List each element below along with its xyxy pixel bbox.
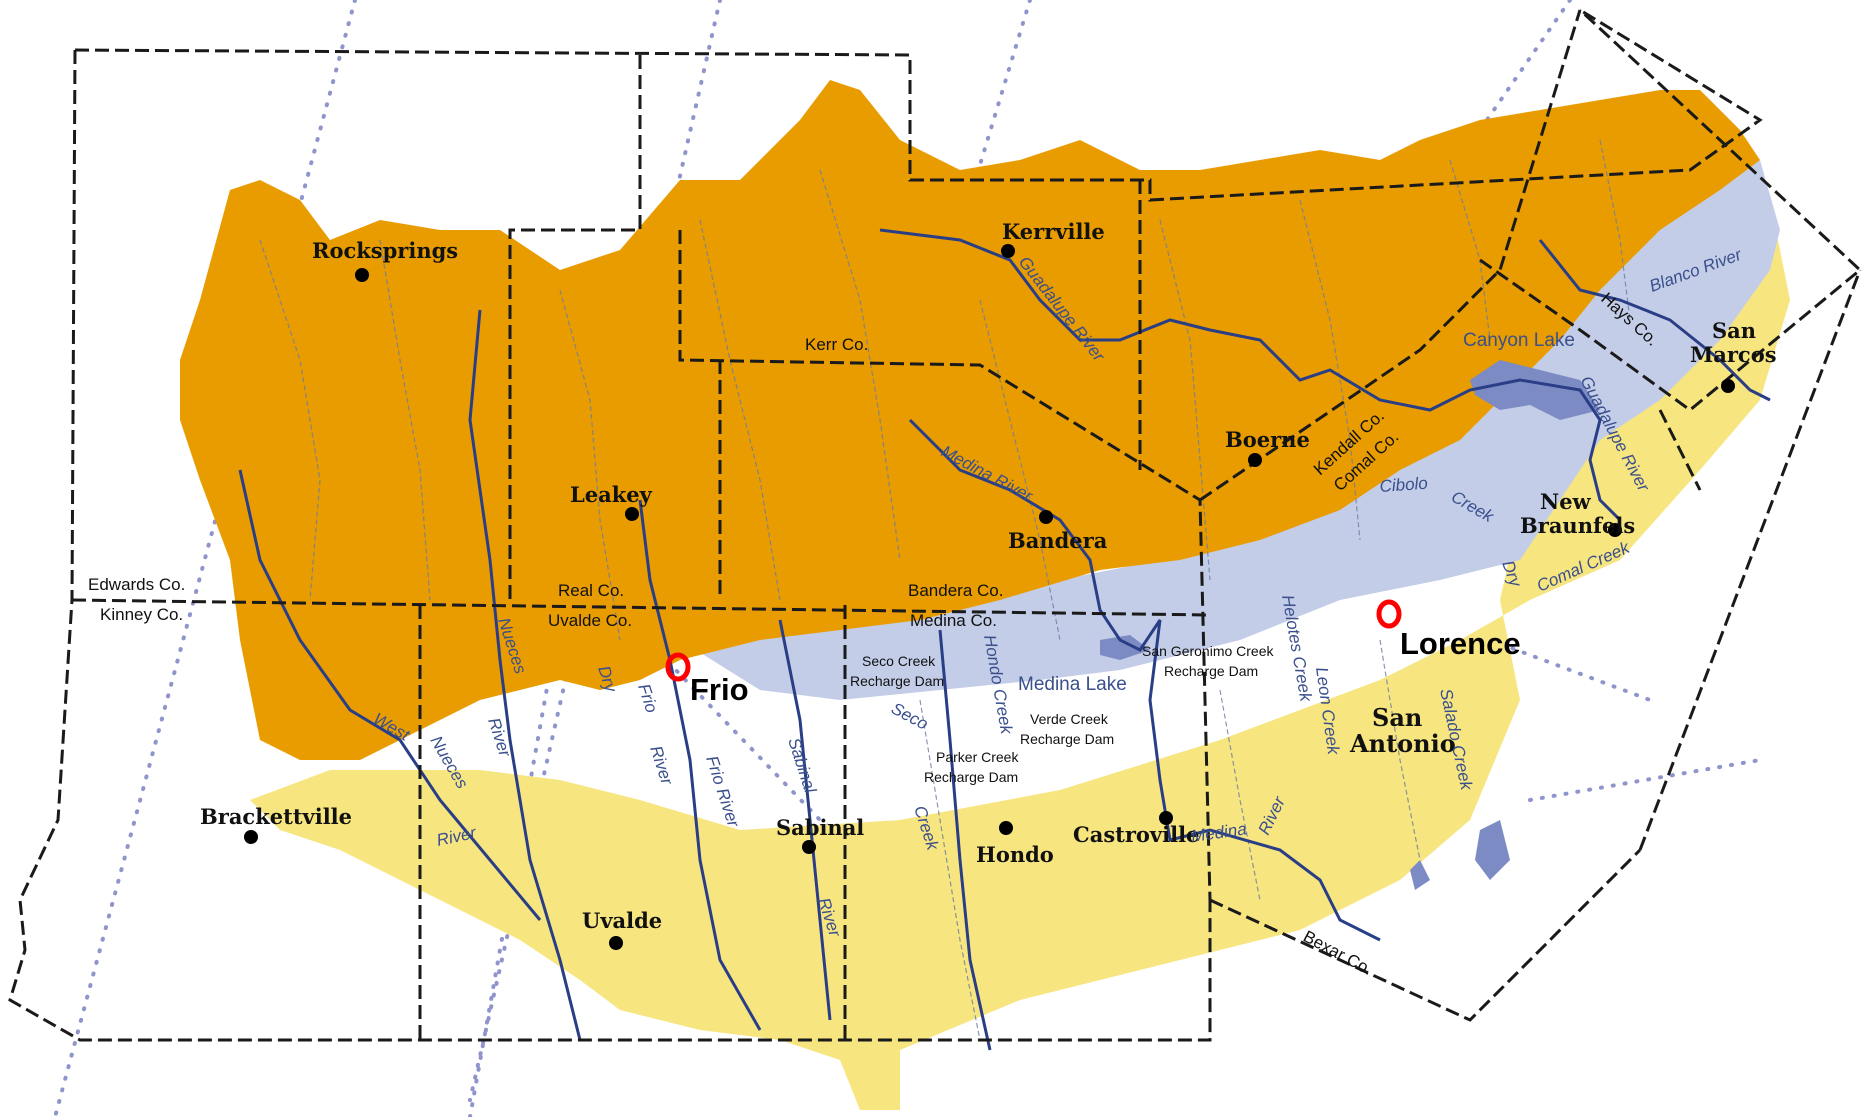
dam-san-geronimo-1: San Geronimo Creek: [1142, 643, 1275, 659]
label-canyon-lake: Canyon Lake: [1463, 330, 1575, 351]
rocksprings-dot: [355, 268, 369, 282]
label-nueces-2: River: [484, 715, 515, 760]
canyon-lake-shape: [1470, 360, 1600, 420]
artesian-zone: [250, 240, 1790, 1110]
label-medina-lake: Medina Lake: [1018, 674, 1127, 695]
sabinal-dot: [802, 840, 816, 854]
city-new-braunfels-1: New: [1540, 489, 1592, 514]
county-edwards: Edwards Co.: [88, 575, 185, 594]
dam-seco-1: Seco Creek: [862, 653, 936, 669]
castroville-dot: [1159, 811, 1173, 825]
san-marcos-dot: [1721, 379, 1735, 393]
highlight-markers: Frio Lorence: [665, 599, 1521, 707]
recharge-zone: [280, 160, 1780, 730]
city-uvalde: Uvalde: [582, 908, 662, 933]
cities: Rocksprings Kerrville Leakey Bandera Boe…: [200, 219, 1777, 950]
bandera-dot: [1039, 510, 1053, 524]
county-uvalde: Uvalde Co.: [548, 611, 632, 630]
marker-frio: Frio: [690, 672, 749, 707]
county-kinney: Kinney Co.: [100, 605, 183, 624]
city-boerne: Boerne: [1225, 427, 1310, 452]
city-san-antonio-1: San: [1372, 703, 1422, 732]
san-antonio-lakes: [1410, 820, 1510, 890]
dam-verde-1: Verde Creek: [1030, 711, 1109, 727]
county-bandera: Bandera Co.: [908, 581, 1003, 600]
city-san-marcos-2: Marcos: [1690, 342, 1777, 367]
dam-parker-1: Parker Creek: [936, 749, 1019, 765]
brackettville-dot: [244, 830, 258, 844]
sabinal-river-line: [778, 619, 832, 1021]
dam-verde-2: Recharge Dam: [1020, 731, 1114, 747]
new-braunfels-dot: [1608, 523, 1622, 537]
marker-lorence: Lorence: [1400, 626, 1521, 661]
label-dry-frio-2: Frio: [634, 681, 661, 715]
county-medina: Medina Co.: [910, 611, 997, 630]
city-san-marcos-1: San: [1712, 318, 1756, 343]
medina-lake-shape: [1100, 635, 1150, 660]
label-cibolo-creek-1: Cibolo: [1379, 474, 1428, 496]
county-kerr: Kerr Co.: [805, 335, 868, 354]
frio-river-line: [638, 499, 762, 1031]
county-real: Real Co.: [558, 581, 624, 600]
uvalde-dot: [609, 936, 623, 950]
dam-parker-2: Recharge Dam: [924, 769, 1018, 785]
county-bexar: Bexar Co.: [1300, 927, 1376, 979]
nueces-river-line: [468, 309, 582, 1041]
city-hondo: Hondo: [976, 842, 1054, 867]
county-boundaries: [8, 8, 1863, 1042]
hondo-dot: [999, 821, 1013, 835]
label-dry-frio-3: River: [646, 743, 677, 788]
kerrville-dot: [1001, 244, 1015, 258]
frio-marker-circle: [665, 652, 691, 682]
label-frio-river: Frio River: [702, 753, 743, 830]
west-nueces-line: [238, 469, 542, 921]
medina-river-line: [908, 418, 1381, 942]
city-rocksprings: Rocksprings: [312, 238, 458, 263]
lorence-marker-circle: [1376, 599, 1402, 629]
label-sabinal-1: Sabinal: [784, 735, 820, 796]
city-sabinal: Sabinal: [776, 815, 864, 840]
boerne-dot: [1248, 453, 1262, 467]
label-seco-1: Seco: [888, 699, 931, 734]
city-san-antonio-2: Antonio: [1349, 729, 1456, 758]
contributing-zone: [180, 80, 1760, 760]
recharge-dams: Seco Creek Recharge Dam Parker Creek Rec…: [850, 643, 1275, 785]
city-kerrville: Kerrville: [1002, 219, 1105, 244]
leakey-dot: [625, 507, 639, 521]
blanco-river-line: [1538, 239, 1771, 402]
city-bandera: Bandera: [1008, 528, 1108, 553]
dam-seco-2: Recharge Dam: [850, 673, 944, 689]
guadalupe-river-line: [879, 228, 1622, 522]
city-castroville: Castroville: [1073, 822, 1199, 847]
city-leakey: Leakey: [570, 482, 653, 507]
dam-san-geronimo-2: Recharge Dam: [1164, 663, 1258, 679]
city-new-braunfels-2: Braunfels: [1520, 513, 1635, 538]
city-brackettville: Brackettville: [200, 804, 352, 829]
hondo-creek-line: [938, 629, 992, 1051]
main-rivers: [238, 228, 1771, 1051]
